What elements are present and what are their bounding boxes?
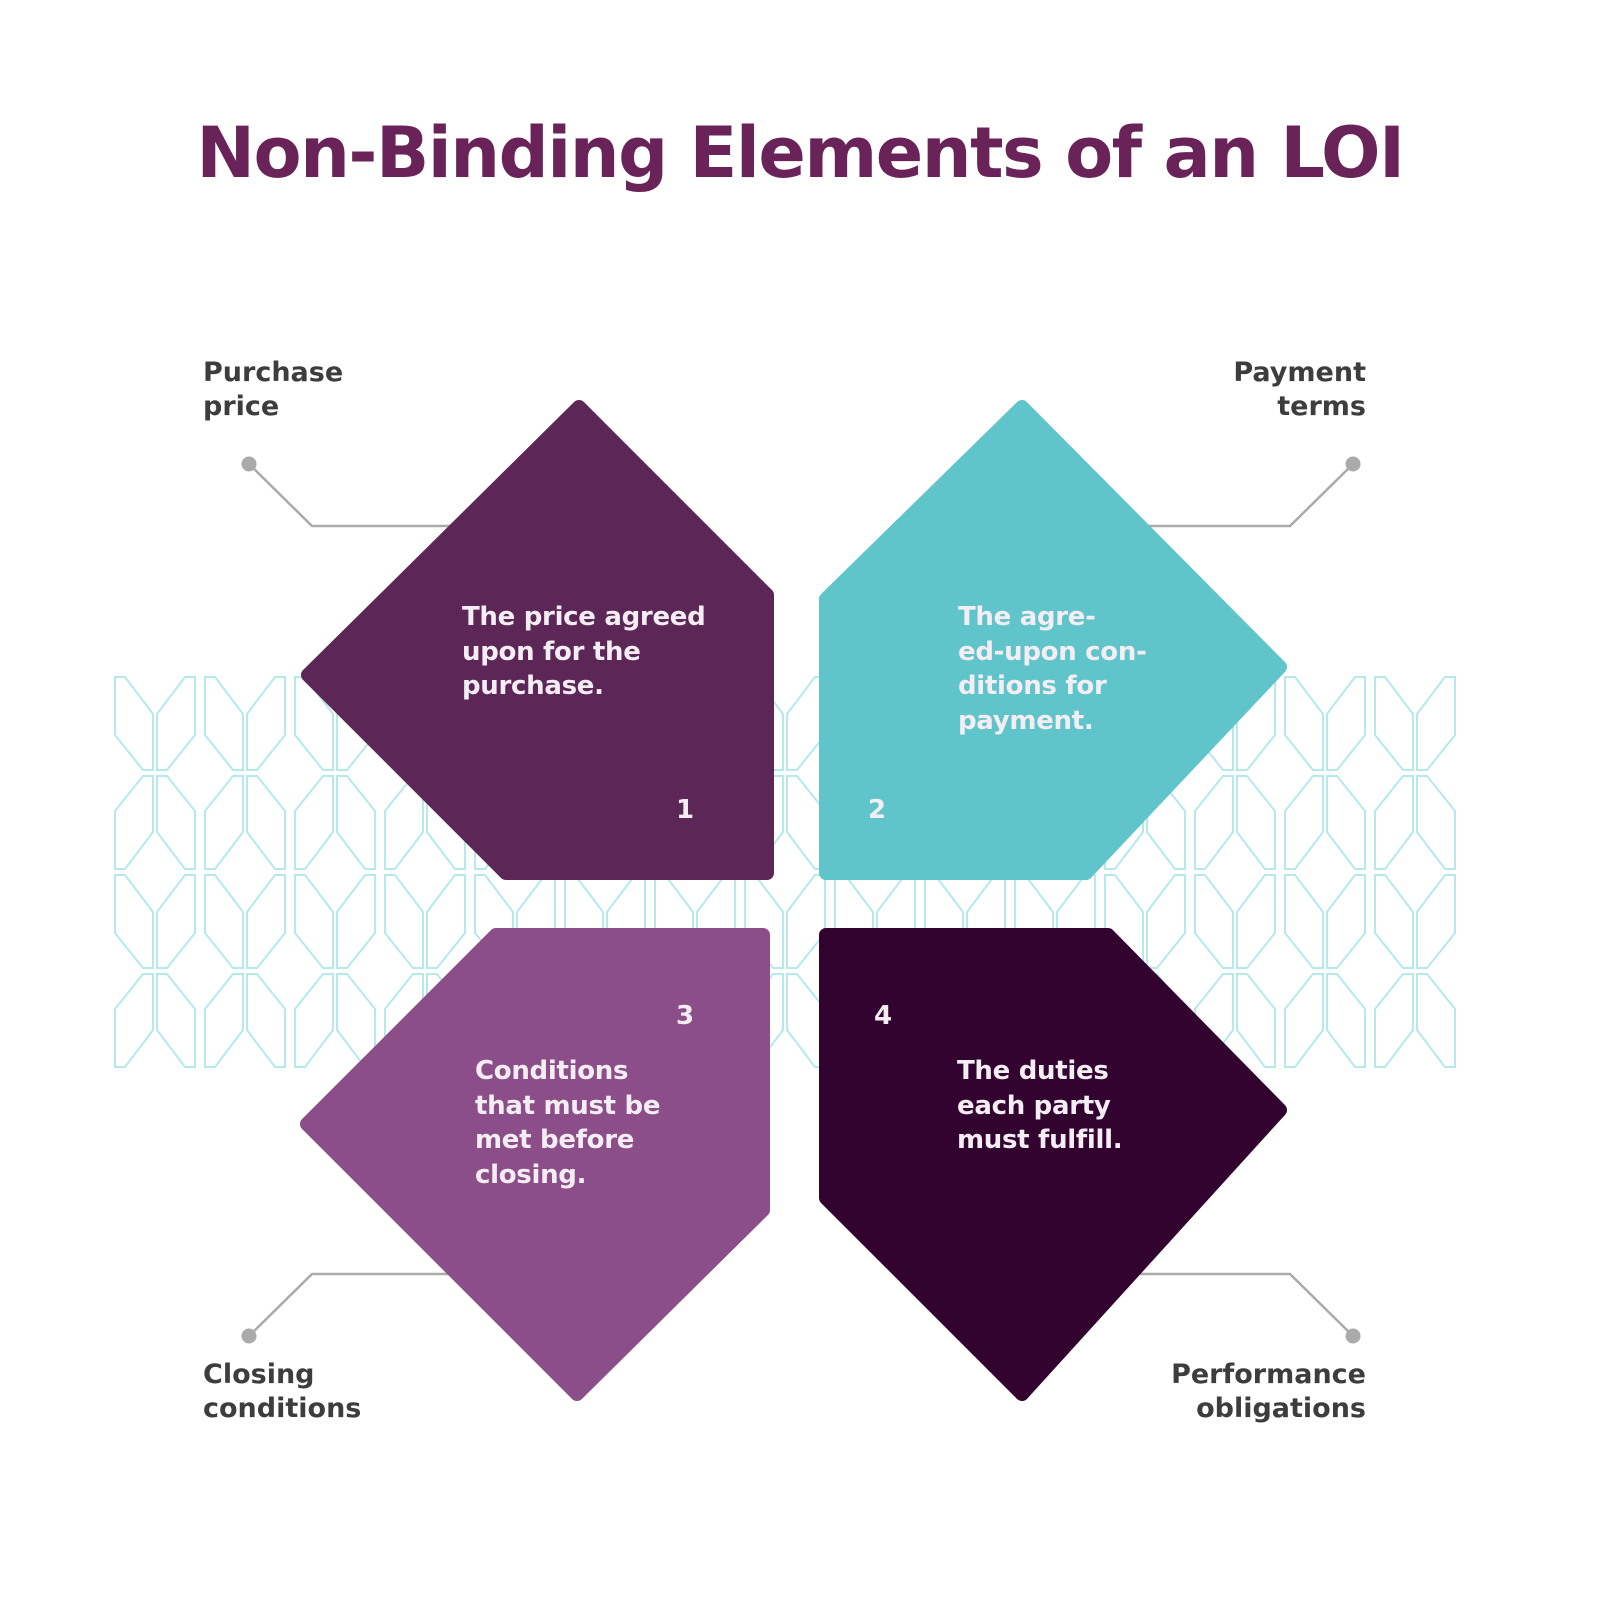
connector-dot-1 <box>241 456 257 472</box>
pattern-hexagon <box>1284 874 1324 969</box>
pattern-hexagon <box>156 676 196 771</box>
pattern-hexagon <box>1374 775 1414 870</box>
card-shape-3[interactable] <box>300 928 770 1401</box>
card-shape-4[interactable] <box>819 928 1287 1401</box>
card-number-4: 4 <box>874 1001 893 1031</box>
pattern-hexagon <box>204 676 244 771</box>
pattern-hexagon <box>156 775 196 870</box>
connector-line-2 <box>1130 463 1354 528</box>
pattern-hexagon <box>294 973 334 1068</box>
card-description-2: The agre- ed-upon con- ditions for payme… <box>958 602 1147 736</box>
card-description-4: The duties each party must fulfill. <box>957 1056 1123 1155</box>
pattern-hexagon <box>1194 874 1234 969</box>
pattern-hexagon <box>1326 874 1366 969</box>
cards <box>300 400 1287 1401</box>
pattern-hexagon <box>1374 973 1414 1068</box>
pattern-hexagon <box>1416 775 1456 870</box>
label-closing-conditions: Closing conditions <box>203 1359 362 1424</box>
pattern-hexagon <box>1416 973 1456 1068</box>
pattern-hexagon <box>1194 775 1234 870</box>
card-number-3: 3 <box>676 1001 695 1031</box>
pattern-hexagon <box>246 676 286 771</box>
page-title: Non-Binding Elements of an LOI <box>196 112 1405 194</box>
card-shape-2[interactable] <box>819 400 1287 880</box>
pattern-hexagon <box>114 874 154 969</box>
pattern-hexagon <box>1284 676 1324 771</box>
pattern-hexagon <box>1326 775 1366 870</box>
pattern-hexagon <box>1236 775 1276 870</box>
label-performance-obligations: Performance obligations <box>1171 1359 1366 1424</box>
pattern-hexagon <box>246 973 286 1068</box>
pattern-hexagon <box>246 775 286 870</box>
pattern-hexagon <box>1236 874 1276 969</box>
connector-dot-2 <box>1345 456 1361 472</box>
pattern-hexagon <box>1374 874 1414 969</box>
connector-dot-4 <box>1345 1328 1361 1344</box>
pattern-hexagon <box>114 775 154 870</box>
card-description-1: The price agreed upon for the purchase. <box>462 602 706 701</box>
background-hexagon-pattern <box>114 676 1456 1068</box>
pattern-hexagon <box>336 874 376 969</box>
pattern-hexagon <box>1416 676 1456 771</box>
pattern-hexagon <box>156 874 196 969</box>
pattern-hexagon <box>1284 973 1324 1068</box>
pattern-hexagon <box>384 874 424 969</box>
label-payment-terms: Payment terms <box>1233 357 1366 422</box>
card-number-2: 2 <box>868 795 887 825</box>
pattern-hexagon <box>336 775 376 870</box>
label-purchase-price: Purchase price <box>203 357 344 422</box>
connectors <box>241 456 1361 1344</box>
connector-line-4 <box>1130 1272 1354 1337</box>
pattern-hexagon <box>1326 973 1366 1068</box>
pattern-hexagon <box>156 973 196 1068</box>
pattern-hexagon <box>1326 676 1366 771</box>
pattern-hexagon <box>114 973 154 1068</box>
connector-line-3 <box>248 1272 470 1337</box>
pattern-hexagon <box>1236 973 1276 1068</box>
pattern-hexagon <box>1284 775 1324 870</box>
connector-line-1 <box>248 463 470 528</box>
pattern-hexagon <box>294 874 334 969</box>
pattern-hexagon <box>1146 874 1186 969</box>
card-shape-1[interactable] <box>301 400 774 880</box>
card-description-3: Conditions that must be met before closi… <box>475 1056 661 1190</box>
pattern-hexagon <box>1374 676 1414 771</box>
pattern-hexagon <box>246 874 286 969</box>
pattern-hexagon <box>204 973 244 1068</box>
pattern-hexagon <box>204 874 244 969</box>
card-number-1: 1 <box>676 795 695 825</box>
pattern-hexagon <box>294 775 334 870</box>
pattern-hexagon <box>1416 874 1456 969</box>
connector-dot-3 <box>241 1328 257 1344</box>
pattern-hexagon <box>114 676 154 771</box>
pattern-hexagon <box>426 874 466 969</box>
pattern-hexagon <box>204 775 244 870</box>
